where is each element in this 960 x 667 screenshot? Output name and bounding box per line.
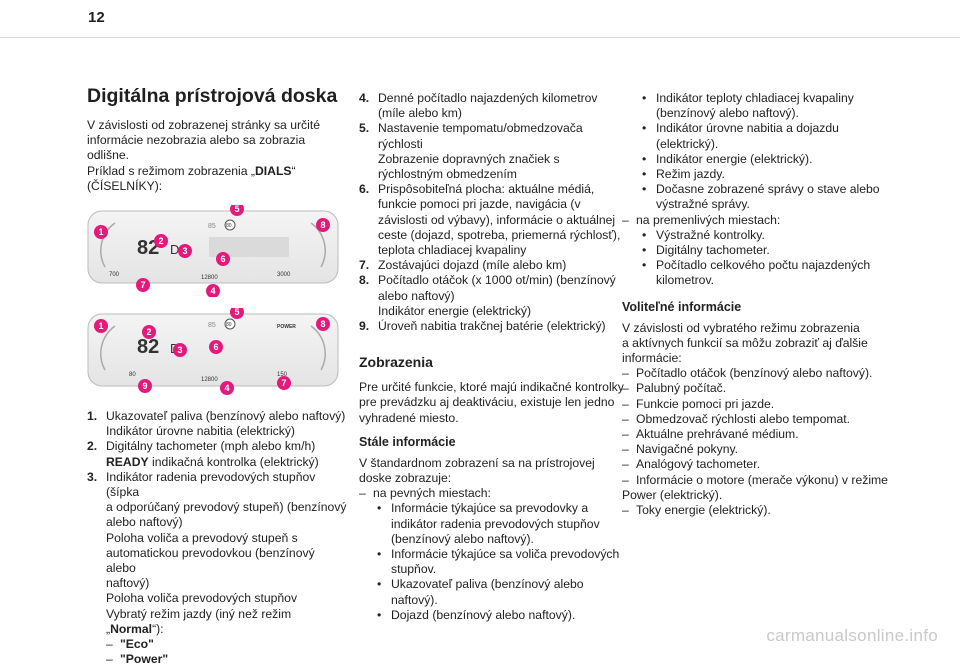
svg-text:6: 6	[213, 342, 218, 352]
intro-line: Príklad s režimom zobrazenia „DIALS“	[87, 163, 296, 178]
svg-text:82: 82	[137, 237, 159, 259]
instrument-cluster-illustration-1: 82 D 700 3000 12800 85 80 1 2 3 6 5 8 7 4	[87, 205, 342, 298]
list-item: –Informácie o motore (merače výkonu) v r…	[622, 472, 888, 487]
paragraph-line: V závislosti od vybratého režimu zobraze…	[622, 320, 860, 335]
list-item: –Aktuálne prehrávané médium.	[622, 427, 799, 442]
svg-text:9: 9	[142, 381, 147, 391]
svg-text:2: 2	[158, 236, 163, 246]
list-item: 1. Ukazovateľ paliva (benzínový alebo na…	[87, 409, 346, 439]
list-item: 6.Prispôsobiteľná plocha: aktuálne médiá…	[359, 182, 621, 258]
svg-text:5: 5	[234, 205, 239, 214]
svg-text:6: 6	[220, 254, 225, 264]
rpm-value: 3000	[277, 272, 291, 278]
list-item: •Dojazd (benzínový alebo naftový).	[377, 607, 576, 622]
list-item: •Režim jazdy.	[642, 167, 725, 182]
subsection-heading: Voliteľné informácie	[622, 299, 742, 314]
svg-text:1: 1	[98, 321, 103, 331]
intro-line: informácie nezobrazia alebo sa zobrazia …	[87, 133, 306, 163]
svg-text:7: 7	[140, 280, 145, 290]
list-item: 9.Úroveň nabitia trakčnej batérie (elekt…	[359, 319, 606, 334]
list-item: –Navigačné pokyny.	[622, 442, 739, 457]
list-item: 3. Indikátor radenia prevodových stupňov…	[87, 469, 347, 667]
paragraph-line: informácie:	[622, 351, 682, 366]
svg-text:5: 5	[234, 308, 239, 317]
svg-text:3: 3	[177, 345, 182, 355]
column-3: •Indikátor teploty chladiacej kvapaliny(…	[622, 91, 892, 518]
list-item: 7.Zostávajúci dojazd (míle alebo km)	[359, 258, 567, 273]
svg-text:4: 4	[224, 383, 229, 393]
list-item: •Digitálny tachometer.	[642, 243, 770, 258]
list-item: •Informácie týkajúce sa voliča prevodový…	[377, 547, 620, 577]
paragraph-line: V štandardnom zobrazení sa na prístrojov…	[359, 455, 595, 470]
top-rule	[0, 37, 960, 38]
svg-text:3: 3	[182, 246, 187, 256]
list-item: –Palubný počítač.	[622, 381, 727, 396]
column-1: Digitálna prístrojová doska V závislosti…	[87, 84, 347, 667]
list-item: 4.Denné počítadlo najazdených kilometrov…	[359, 91, 598, 121]
list-item: –Analógový tachometer.	[622, 457, 760, 472]
power-label: POWER	[277, 324, 296, 330]
paragraph-line: a aktívnych funkcií sa môžu zobraziť aj …	[622, 335, 868, 350]
paragraph-line: doske zobrazuje:	[359, 471, 452, 486]
list-item: •Indikátor úrovne nabitia a dojazdu(elek…	[642, 121, 839, 151]
list-item: –na premenlivých miestach:	[622, 212, 781, 227]
list-item: 2. Digitálny tachometer (mph alebo km/h)…	[87, 439, 319, 469]
list-item: •Indikátor teploty chladiacej kvapaliny(…	[642, 91, 854, 121]
list-item: •Výstražné kontrolky.	[642, 227, 765, 242]
intro-line: (ČÍSELNÍKY):	[87, 178, 163, 193]
svg-text:1: 1	[98, 227, 103, 237]
instrument-cluster-illustration-2: POWER 82 D 80 150 12800 85 80 123 658 94…	[87, 308, 342, 400]
page-title: Digitálna prístrojová doska	[87, 85, 338, 107]
svg-text:7: 7	[281, 378, 286, 388]
subsection-heading: Stále informácie	[359, 434, 456, 449]
paragraph-line: pre prevádzku aj deaktiváciu, existuje l…	[359, 395, 615, 410]
svg-text:82: 82	[137, 336, 159, 358]
battery-value: 80	[129, 372, 136, 378]
list-item: –Obmedzovač rýchlosti alebo tempomat.	[622, 411, 851, 426]
odometer-value: 12800	[201, 377, 218, 383]
svg-text:4: 4	[210, 286, 215, 296]
odometer-value: 12800	[201, 275, 218, 281]
list-item: –Toky energie (elektrický).	[622, 503, 771, 518]
paragraph-line: vyhradené miesto.	[359, 410, 459, 425]
paragraph-line: Pre určité funkcie, ktoré majú indikačné…	[359, 380, 624, 395]
svg-text:D: D	[170, 242, 179, 257]
fuel-range-value: 700	[109, 272, 120, 278]
watermark: carmanualsonline.info	[766, 626, 938, 645]
list-item: •Indikátor energie (elektrický).	[642, 151, 813, 166]
list-item: –Funkcie pomoci pri jazde.	[622, 396, 775, 411]
paragraph-line: Power (elektrický).	[622, 487, 723, 502]
list-item: –Počítadlo otáčok (benzínový alebo nafto…	[622, 366, 873, 381]
range-value: 150	[277, 372, 288, 378]
svg-text:8: 8	[320, 220, 325, 230]
column-2: 4.Denné počítadlo najazdených kilometrov…	[359, 91, 625, 623]
svg-text:2: 2	[146, 327, 151, 337]
intro-line: V závislosti od zobrazenej stránky sa ur…	[87, 118, 321, 132]
speed-value: 85	[208, 223, 216, 230]
list-item: –na pevných miestach:	[359, 486, 491, 501]
list-item: 8.Počítadlo otáčok (x 1000 ot/min) (benz…	[359, 273, 616, 318]
limit-value: 80	[226, 322, 232, 328]
section-heading: Zobrazenia	[359, 354, 433, 371]
page-number: 12	[88, 9, 105, 26]
list-item: •Ukazovateľ paliva (benzínový alebo naft…	[377, 577, 584, 607]
svg-text:8: 8	[320, 319, 325, 329]
speed-value: 85	[208, 322, 216, 329]
limit-value: 80	[226, 223, 232, 229]
